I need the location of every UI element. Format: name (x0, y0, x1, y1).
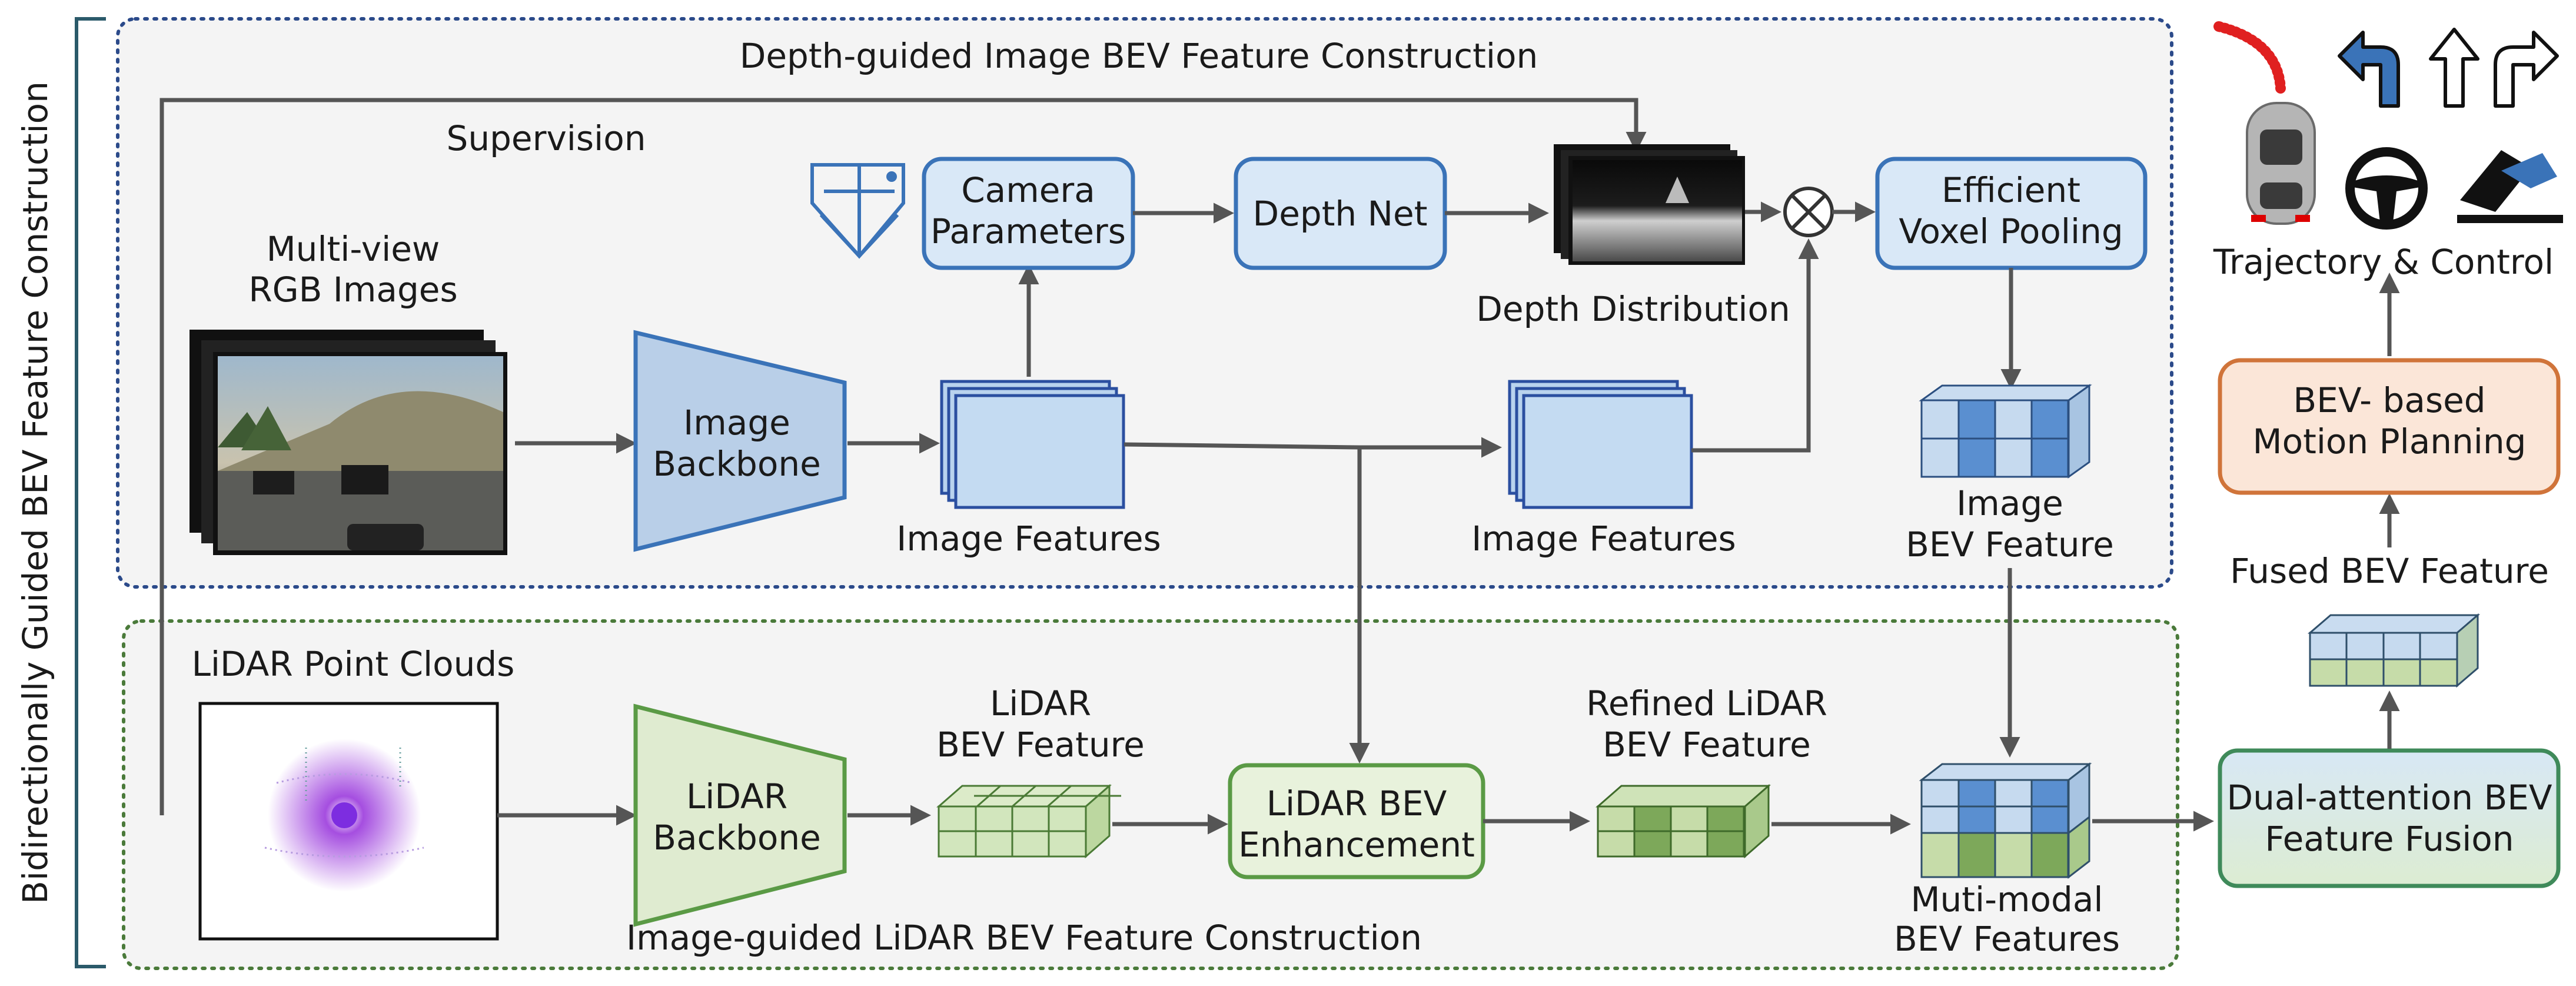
turn-right-arrow-icon (2494, 31, 2559, 108)
lidar-backbone: LiDAR Backbone (633, 703, 847, 927)
lidar-bev-label-2: BEV Feature (936, 725, 1145, 765)
lidar-backbone-label-1: LiDAR (686, 776, 787, 816)
fused-bev-label: Fused BEV Feature (2230, 551, 2549, 591)
voxel-pooling-label-1: Efficient (1942, 170, 2080, 210)
lidar-bev-feature-grid (936, 784, 1121, 859)
car-top-view-icon (2246, 102, 2316, 225)
sidebar-bracket: Bidirectionally Guided BEV Feature Const… (15, 17, 106, 968)
enhancement-label-1: LiDAR BEV (1267, 784, 1447, 824)
depth-distribution-images (1554, 144, 1745, 265)
refined-label-1: Refined LiDAR (1586, 683, 1827, 723)
image-features-2 (1508, 380, 1693, 509)
image-bev-feature-grid (1919, 384, 2092, 479)
steering-wheel-icon (2345, 147, 2428, 230)
fused-bev-grid (2307, 613, 2481, 688)
image-backbone: Image Backbone (633, 330, 847, 552)
image-features-1-label: Image Features (896, 519, 1161, 559)
lidar-bev-label-1: LiDAR (990, 683, 1091, 723)
depth-distribution-label: Depth Distribution (1476, 289, 1790, 329)
voxel-pooling-label-2: Voxel Pooling (1899, 211, 2123, 251)
multimodal-bev-grid (1919, 762, 2092, 879)
camera-parameters-label-1: Camera (961, 170, 1095, 210)
fusion-label-2: Feature Fusion (2265, 819, 2514, 859)
fusion-box: Dual-attention BEV Feature Fusion (2218, 748, 2561, 888)
depth-net-box: Depth Net (1234, 157, 1447, 270)
supervision-label: Supervision (447, 118, 646, 158)
refined-label-2: BEV Feature (1603, 725, 1811, 765)
lidar-point-cloud-image (198, 702, 499, 941)
image-bev-label-2: BEV Feature (1906, 524, 2114, 565)
motion-planning-label-1: BEV- based (2293, 380, 2485, 420)
camera-parameters-label-2: Parameters (930, 211, 1126, 251)
image-backbone-label-1: Image (683, 403, 790, 443)
sidebar-label: Bidirectionally Guided BEV Feature Const… (15, 81, 55, 904)
straight-arrow-icon (2429, 28, 2479, 108)
multiview-label-2: RGB Images (248, 270, 457, 310)
image-bev-label-1: Image (1956, 483, 2063, 523)
multiply-operator-icon (1783, 187, 1834, 237)
supervision-arrow (159, 98, 1647, 815)
image-features-2-label: Image Features (1471, 519, 1736, 559)
motion-planning-label-2: Motion Planning (2253, 421, 2527, 462)
pedal-icon (2457, 150, 2563, 223)
multiview-rgb-images (190, 330, 507, 555)
camera-parameters-box: Camera Parameters (922, 157, 1135, 270)
image-features-1 (940, 380, 1125, 509)
enhancement-label-2: Enhancement (1238, 825, 1475, 865)
turn-left-arrow-icon (2338, 31, 2400, 108)
motion-planning-box: BEV- based Motion Planning (2218, 358, 2561, 495)
trajectory-curve-icon (2213, 21, 2286, 94)
top-section-title: Depth-guided Image BEV Feature Construct… (740, 36, 1538, 76)
voxel-pooling-box: Efficient Voxel Pooling (1875, 157, 2148, 270)
trajectory-control-label: Trajectory & Control (2213, 242, 2554, 282)
lidar-enhancement-box: LiDAR BEV Enhancement (1228, 763, 1485, 879)
lidar-points-label: LiDAR Point Clouds (192, 644, 515, 684)
multimodal-label-1: Muti-modal (1910, 879, 2103, 919)
multiview-label-1: Multi-view (267, 229, 440, 269)
multimodal-label-2: BEV Features (1894, 919, 2120, 959)
bottom-section-title: Image-guided LiDAR BEV Feature Construct… (626, 918, 1422, 958)
fusion-label-1: Dual-attention BEV (2226, 778, 2552, 818)
refined-lidar-bev-grid (1596, 784, 1771, 859)
camera-frustum-icon (810, 163, 905, 259)
depth-net-label: Depth Net (1253, 194, 1428, 234)
image-backbone-label-2: Backbone (653, 444, 821, 484)
lidar-backbone-label-2: Backbone (653, 818, 821, 858)
